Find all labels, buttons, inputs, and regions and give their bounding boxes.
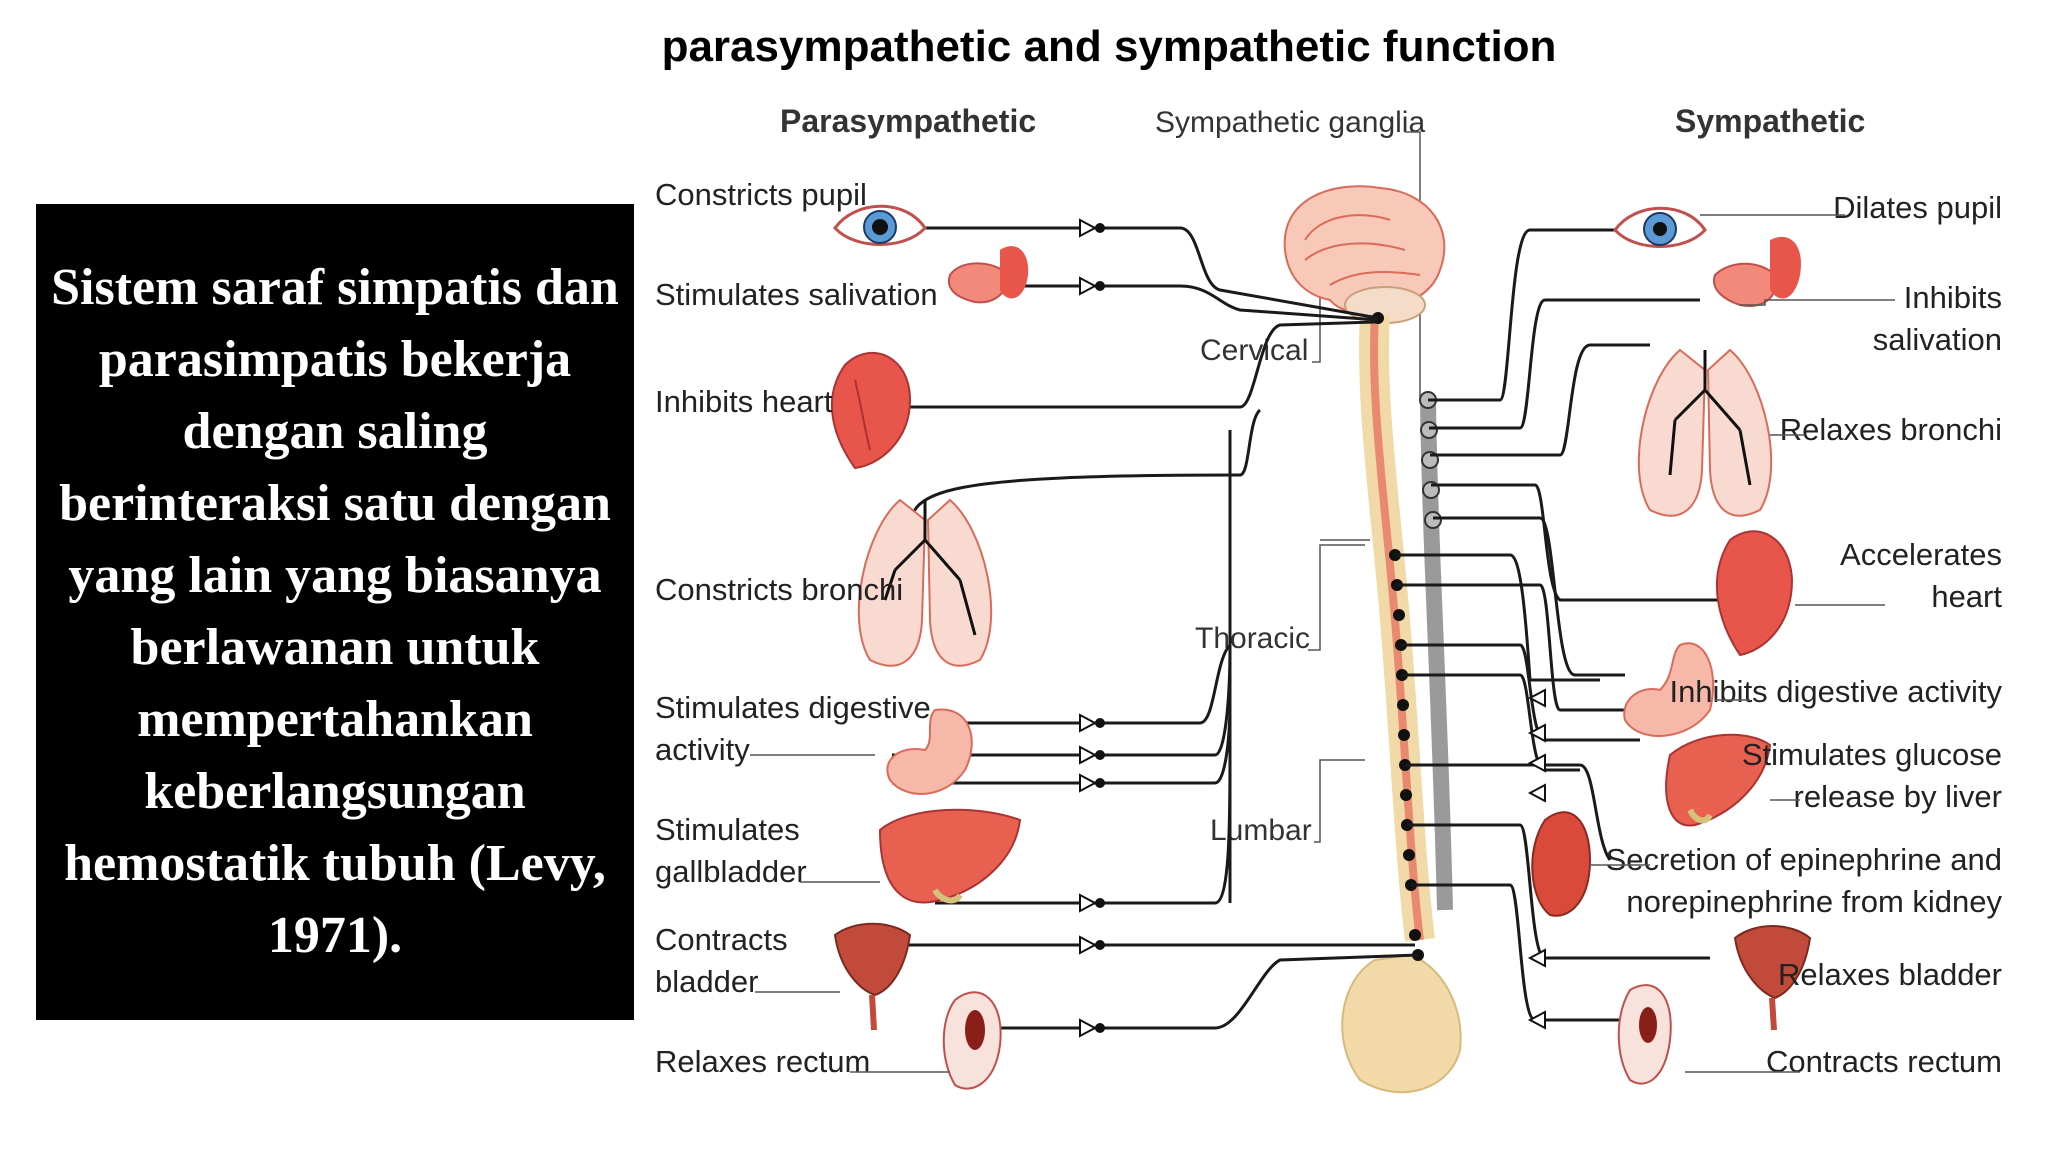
sympathetic-nerves bbox=[1395, 228, 1740, 1030]
sym-label-2a: Inhibits bbox=[1904, 280, 2002, 315]
sym-label-5: Inhibits digestive activity bbox=[1669, 674, 2002, 709]
sym-label-2b: salivation bbox=[1873, 322, 2002, 357]
parasym-label-8: Relaxes rectum bbox=[655, 1044, 870, 1079]
autonomic-nervous-system-diagram: Parasympathetic Sympathetic Sympathetic … bbox=[655, 103, 2003, 1094]
right-stomach-icon bbox=[1623, 642, 1715, 737]
parasympathetic-nerves bbox=[875, 218, 1419, 1038]
body-text: Sistem saraf simpatis dan parasimpatis b… bbox=[51, 259, 619, 964]
thoracic-bracket bbox=[1308, 544, 1365, 651]
cervical-label: Cervical bbox=[1200, 334, 1308, 367]
sym-label-9: Contracts rectum bbox=[1766, 1044, 2002, 1079]
parasym-label-5b: activity bbox=[655, 732, 750, 767]
sym-label-7b: norepinephrine from kidney bbox=[1626, 884, 2002, 919]
left-heart-icon bbox=[830, 351, 912, 470]
brain-illustration bbox=[1283, 185, 1446, 324]
parasympathetic-heading: Parasympathetic bbox=[780, 103, 1036, 139]
parasym-label-6b: gallbladder bbox=[655, 854, 807, 889]
left-stomach-icon bbox=[886, 708, 973, 795]
sym-label-1: Dilates pupil bbox=[1833, 190, 2002, 225]
left-liver-icon bbox=[878, 808, 1022, 904]
sympathetic-leader-lines bbox=[1590, 214, 1895, 1073]
sympathetic-labels: Dilates pupil Inhibits salivation Relaxe… bbox=[1606, 190, 2003, 1079]
thoracic-label: Thoracic bbox=[1195, 622, 1310, 655]
parasym-label-5a: Stimulates digestive bbox=[655, 690, 931, 725]
right-heart-icon bbox=[1716, 530, 1794, 657]
right-kidney-icon bbox=[1531, 811, 1592, 917]
sym-label-6b: release by liver bbox=[1794, 779, 2002, 814]
right-bladder-icon bbox=[1733, 925, 1812, 1031]
parasym-label-7a: Contracts bbox=[655, 922, 788, 957]
left-rectum-icon bbox=[942, 991, 1002, 1090]
body-text-box: Sistem saraf simpatis dan parasimpatis b… bbox=[36, 204, 634, 1020]
sym-label-7a: Secretion of epinephrine and bbox=[1606, 842, 2002, 877]
lumbar-bracket bbox=[1314, 759, 1365, 843]
lumbar-label: Lumbar bbox=[1210, 814, 1312, 847]
sym-label-6a: Stimulates glucose bbox=[1742, 737, 2002, 772]
sym-label-8: Relaxes bladder bbox=[1778, 957, 2002, 992]
sym-label-3: Relaxes bronchi bbox=[1780, 412, 2002, 447]
right-salivary-gland-icon bbox=[1713, 236, 1801, 307]
parasympathetic-leader-lines bbox=[750, 754, 950, 1073]
parasym-label-7b: bladder bbox=[655, 964, 758, 999]
parasym-label-1: Constricts pupil bbox=[655, 177, 867, 212]
right-eye-icon bbox=[1613, 206, 1707, 248]
parasym-label-3: Inhibits heart bbox=[655, 384, 833, 419]
sympathetic-heading: Sympathetic bbox=[1675, 103, 1865, 139]
parasym-label-4: Constricts bronchi bbox=[655, 572, 903, 607]
parasym-label-6a: Stimulates bbox=[655, 812, 800, 847]
sym-label-4a: Accelerates bbox=[1840, 537, 2002, 572]
right-lungs-icon bbox=[1637, 348, 1773, 517]
right-liver-icon bbox=[1665, 733, 1772, 827]
left-eye-icon bbox=[833, 204, 927, 246]
sym-label-4b: heart bbox=[1931, 579, 2002, 614]
parasympathetic-labels: Constricts pupil Stimulates salivation I… bbox=[655, 177, 938, 1079]
parasym-label-2: Stimulates salivation bbox=[655, 277, 938, 312]
slide-title: parasympathetic and sympathetic function bbox=[661, 22, 1557, 71]
left-salivary-gland-icon bbox=[947, 246, 1029, 304]
left-lungs-icon bbox=[857, 498, 993, 667]
cervical-bracket bbox=[1312, 278, 1321, 363]
right-rectum-icon bbox=[1617, 984, 1672, 1085]
left-bladder-icon bbox=[833, 922, 912, 1031]
sympathetic-ganglia-label: Sympathetic ganglia bbox=[1155, 106, 1425, 139]
